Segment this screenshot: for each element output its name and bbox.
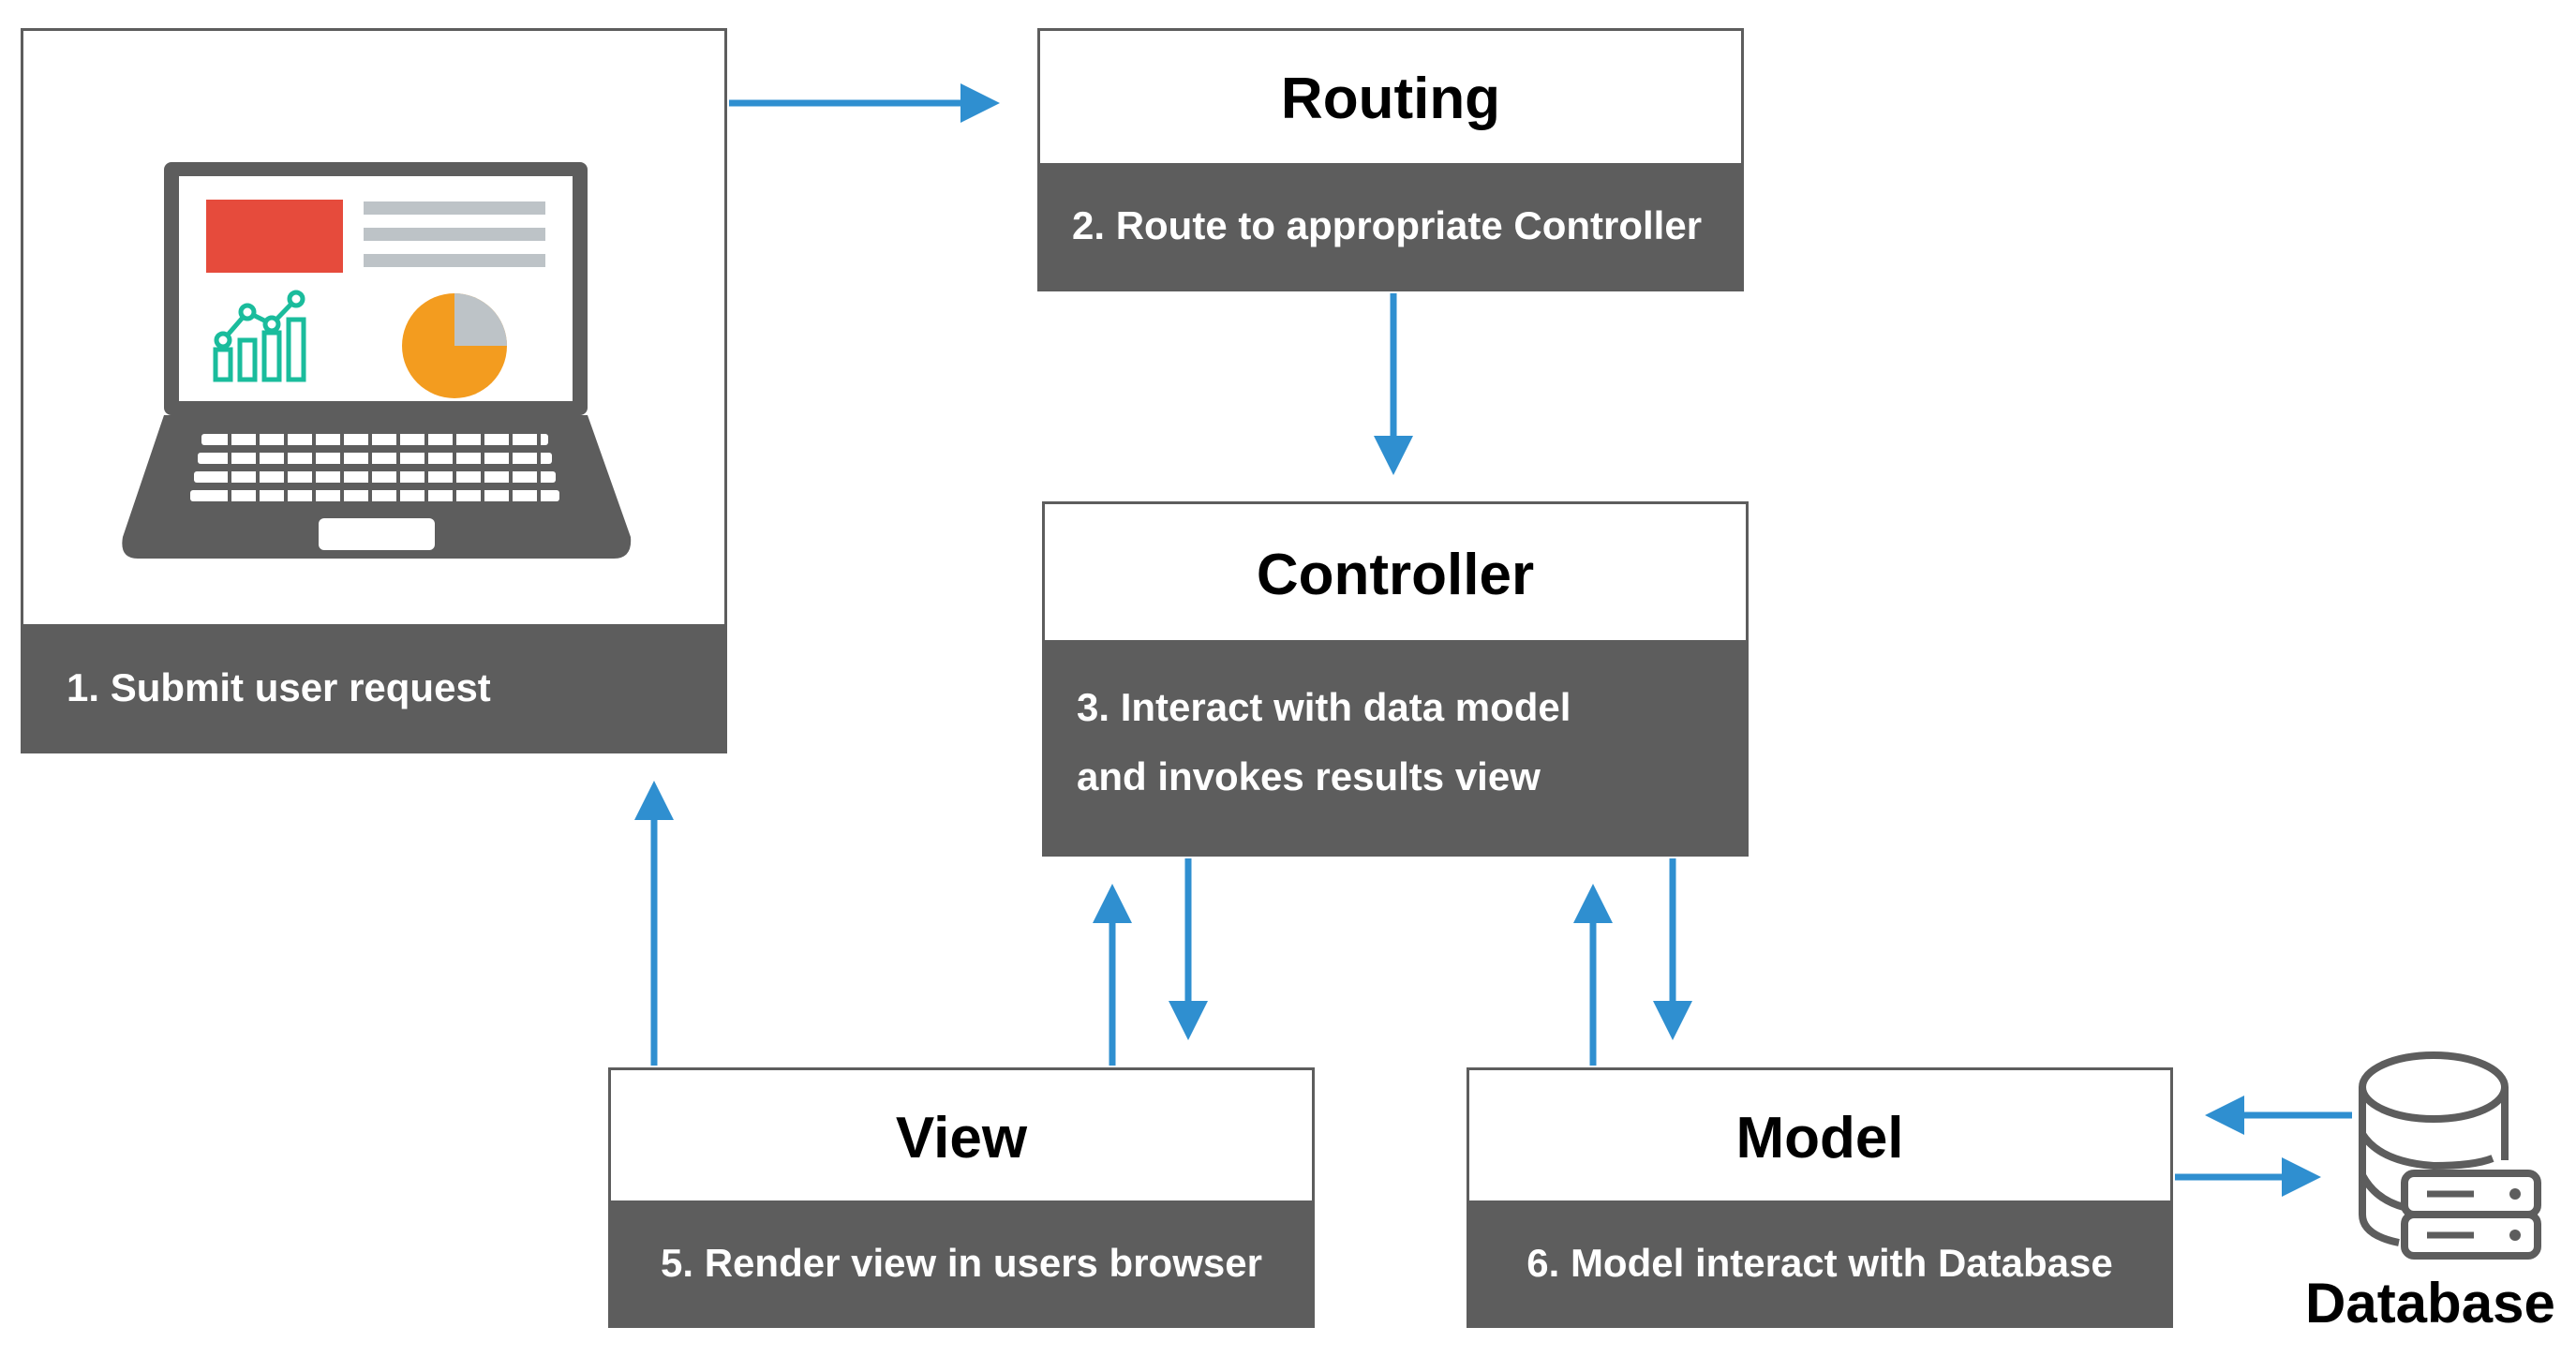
- model-box: Model 6. Model interact with Database: [1467, 1067, 2173, 1328]
- laptop-icon: [122, 162, 632, 559]
- client-caption: 1. Submit user request: [23, 624, 724, 751]
- view-title: View: [895, 1105, 1028, 1171]
- view-caption: 5. Render view in users browser: [611, 1200, 1312, 1325]
- controller-title: Controller: [1256, 542, 1535, 607]
- server-icon: [2401, 1170, 2541, 1260]
- routing-title: Routing: [1280, 67, 1501, 131]
- model-caption: 6. Model interact with Database: [1469, 1200, 2170, 1325]
- view-box: View 5. Render view in users browser: [608, 1067, 1315, 1328]
- touchpad: [319, 518, 435, 550]
- pie-chart-icon: [402, 293, 507, 398]
- chart-icon: [213, 290, 306, 382]
- database-label: Database: [2305, 1272, 2555, 1335]
- client-box: 1. Submit user request: [21, 28, 727, 753]
- controller-box: Controller 3. Interact with data model a…: [1042, 501, 1749, 857]
- routing-caption: 2. Route to appropriate Controller: [1040, 163, 1741, 289]
- database-icon: [2359, 1051, 2509, 1246]
- routing-box: Routing 2. Route to appropriate Controll…: [1037, 28, 1744, 291]
- model-title: Model: [1735, 1105, 1904, 1171]
- controller-caption: 3. Interact with data model and invokes …: [1045, 640, 1746, 854]
- red-banner-block: [206, 200, 343, 273]
